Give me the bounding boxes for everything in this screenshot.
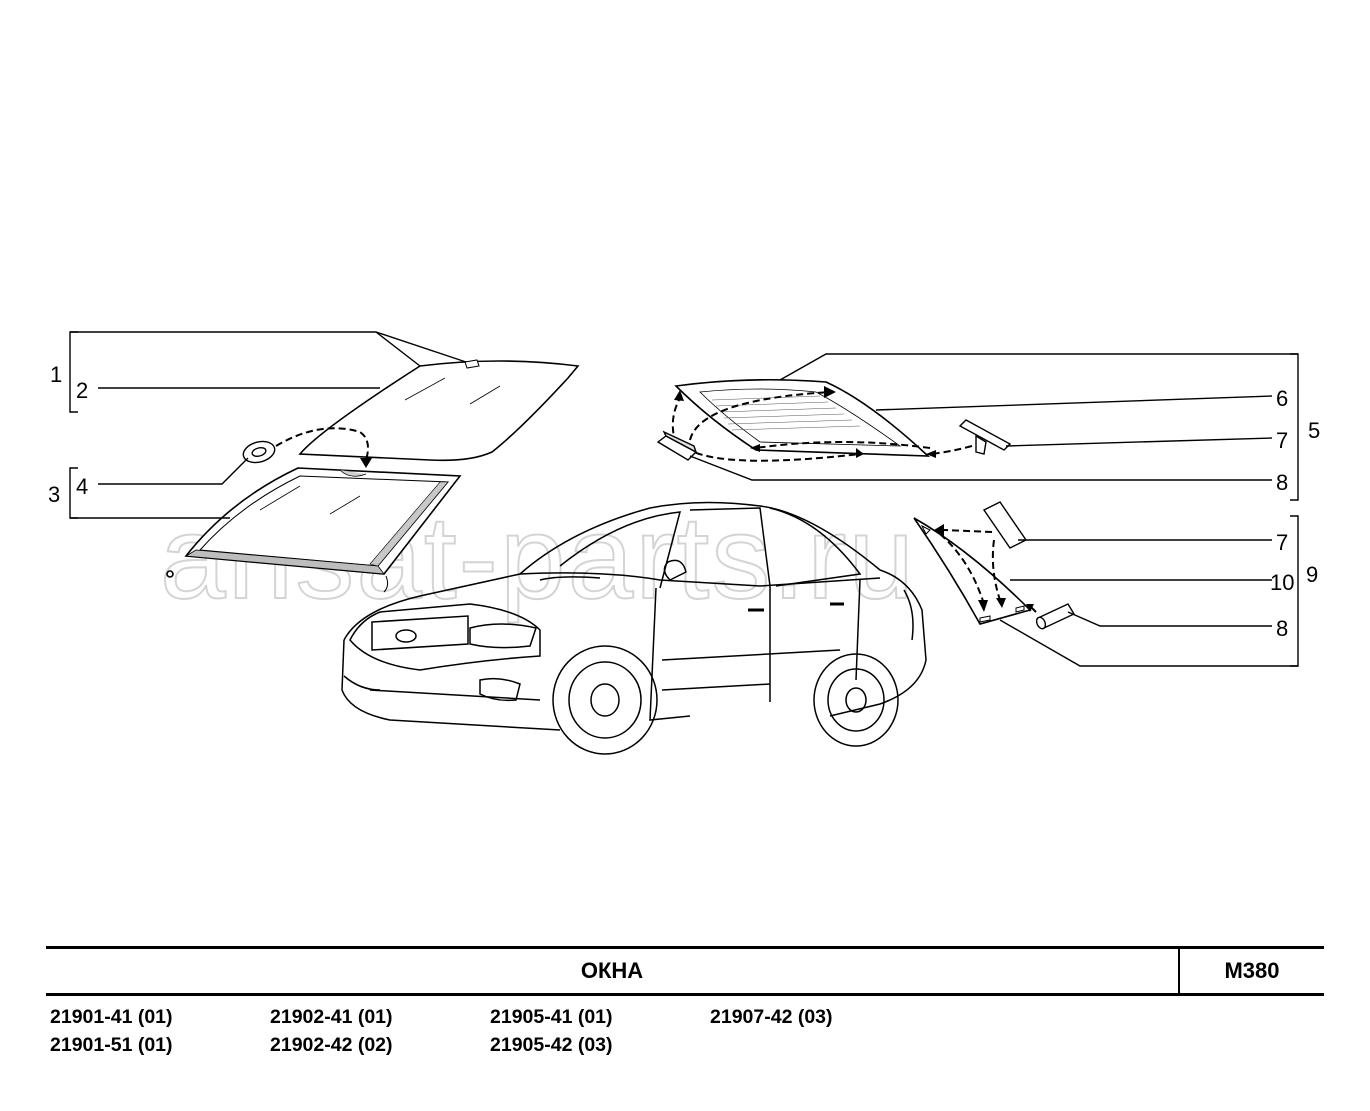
callout-8-rear: 8: [1276, 470, 1288, 495]
title-bar: ОКНА М380: [46, 946, 1324, 996]
section-code: М380: [1224, 958, 1280, 983]
rear-window-pad: [656, 430, 698, 461]
side-window-seal-7: [982, 501, 1028, 549]
model-code: 21901-51 (01): [50, 1034, 173, 1056]
model-code: 21901-41 (01): [50, 1006, 173, 1028]
windshield-glass-lower: [166, 467, 462, 593]
callout-3: 3: [48, 482, 60, 507]
section-title: ОКНА: [46, 949, 1180, 993]
callout-7-rear: 7: [1276, 428, 1288, 453]
model-code: 21907-42 (03): [710, 1006, 833, 1028]
model-code: 21902-41 (01): [270, 1006, 393, 1028]
windshield-clip: [242, 440, 276, 464]
callout-5: 5: [1308, 418, 1320, 443]
model-code: 21905-41 (01): [490, 1006, 613, 1028]
callout-4: 4: [76, 474, 88, 499]
callout-8-side: 8: [1276, 616, 1288, 641]
callout-9: 9: [1306, 562, 1318, 587]
windshield-glass-upper: [298, 359, 580, 462]
callout-6: 6: [1276, 386, 1288, 411]
clip-dashed-arrow: [275, 427, 369, 461]
car-body-outline: [341, 501, 927, 755]
callout-2: 2: [76, 378, 88, 403]
callout-7-side: 7: [1276, 530, 1288, 555]
leader-lines: [69, 331, 1299, 667]
model-column-3: 21905-41 (01) 21905-42 (03): [490, 1003, 613, 1059]
model-column-2: 21902-41 (01) 21902-42 (02): [270, 1003, 393, 1059]
model-code: 21902-42 (02): [270, 1034, 393, 1056]
rear-arrow-heads: [674, 386, 936, 458]
side-arrow-heads: [934, 524, 1034, 612]
model-column-1: 21901-41 (01) 21901-51 (01): [50, 1003, 173, 1059]
arrow-head: [360, 458, 372, 468]
callout-1: 1: [50, 362, 62, 387]
model-code: 21905-42 (03): [490, 1034, 613, 1056]
side-window-dashed-arrows: [939, 529, 1037, 613]
side-window-pad-8: [1035, 603, 1075, 630]
model-column-4: 21907-42 (03): [710, 1003, 833, 1031]
rear-window-bracket: [958, 419, 1012, 455]
callout-10: 10: [1270, 570, 1294, 595]
rear-window-glass: [674, 378, 931, 457]
